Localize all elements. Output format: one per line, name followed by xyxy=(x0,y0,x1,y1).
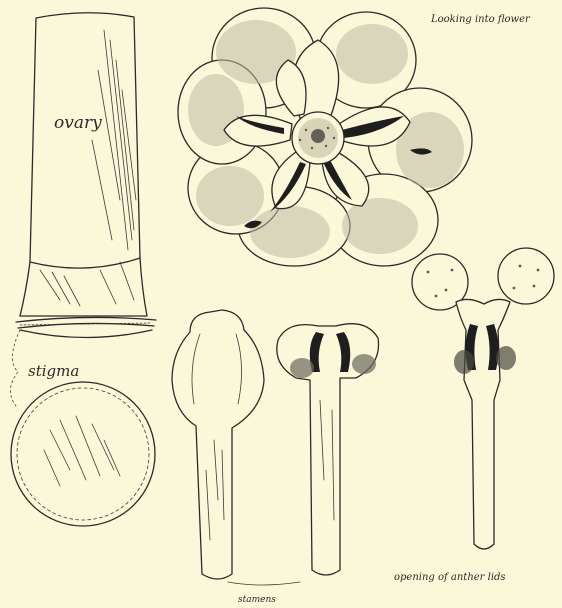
stamen-opening xyxy=(277,324,379,575)
stamen-open xyxy=(412,248,554,549)
ovary-ring xyxy=(16,317,156,337)
looking-into-flower-label: Looking into flower xyxy=(430,14,531,25)
stamens-label: stamens xyxy=(238,595,276,605)
stigma-label: stigma xyxy=(28,362,79,380)
opening-of-anther-lids-label: opening of anther lids xyxy=(394,572,506,583)
ovary-label: ovary xyxy=(54,113,102,133)
stamen-closed xyxy=(172,310,264,579)
ovary-drawing xyxy=(20,13,147,316)
stigma-drawing xyxy=(11,382,155,526)
flower-top-view xyxy=(178,8,472,266)
